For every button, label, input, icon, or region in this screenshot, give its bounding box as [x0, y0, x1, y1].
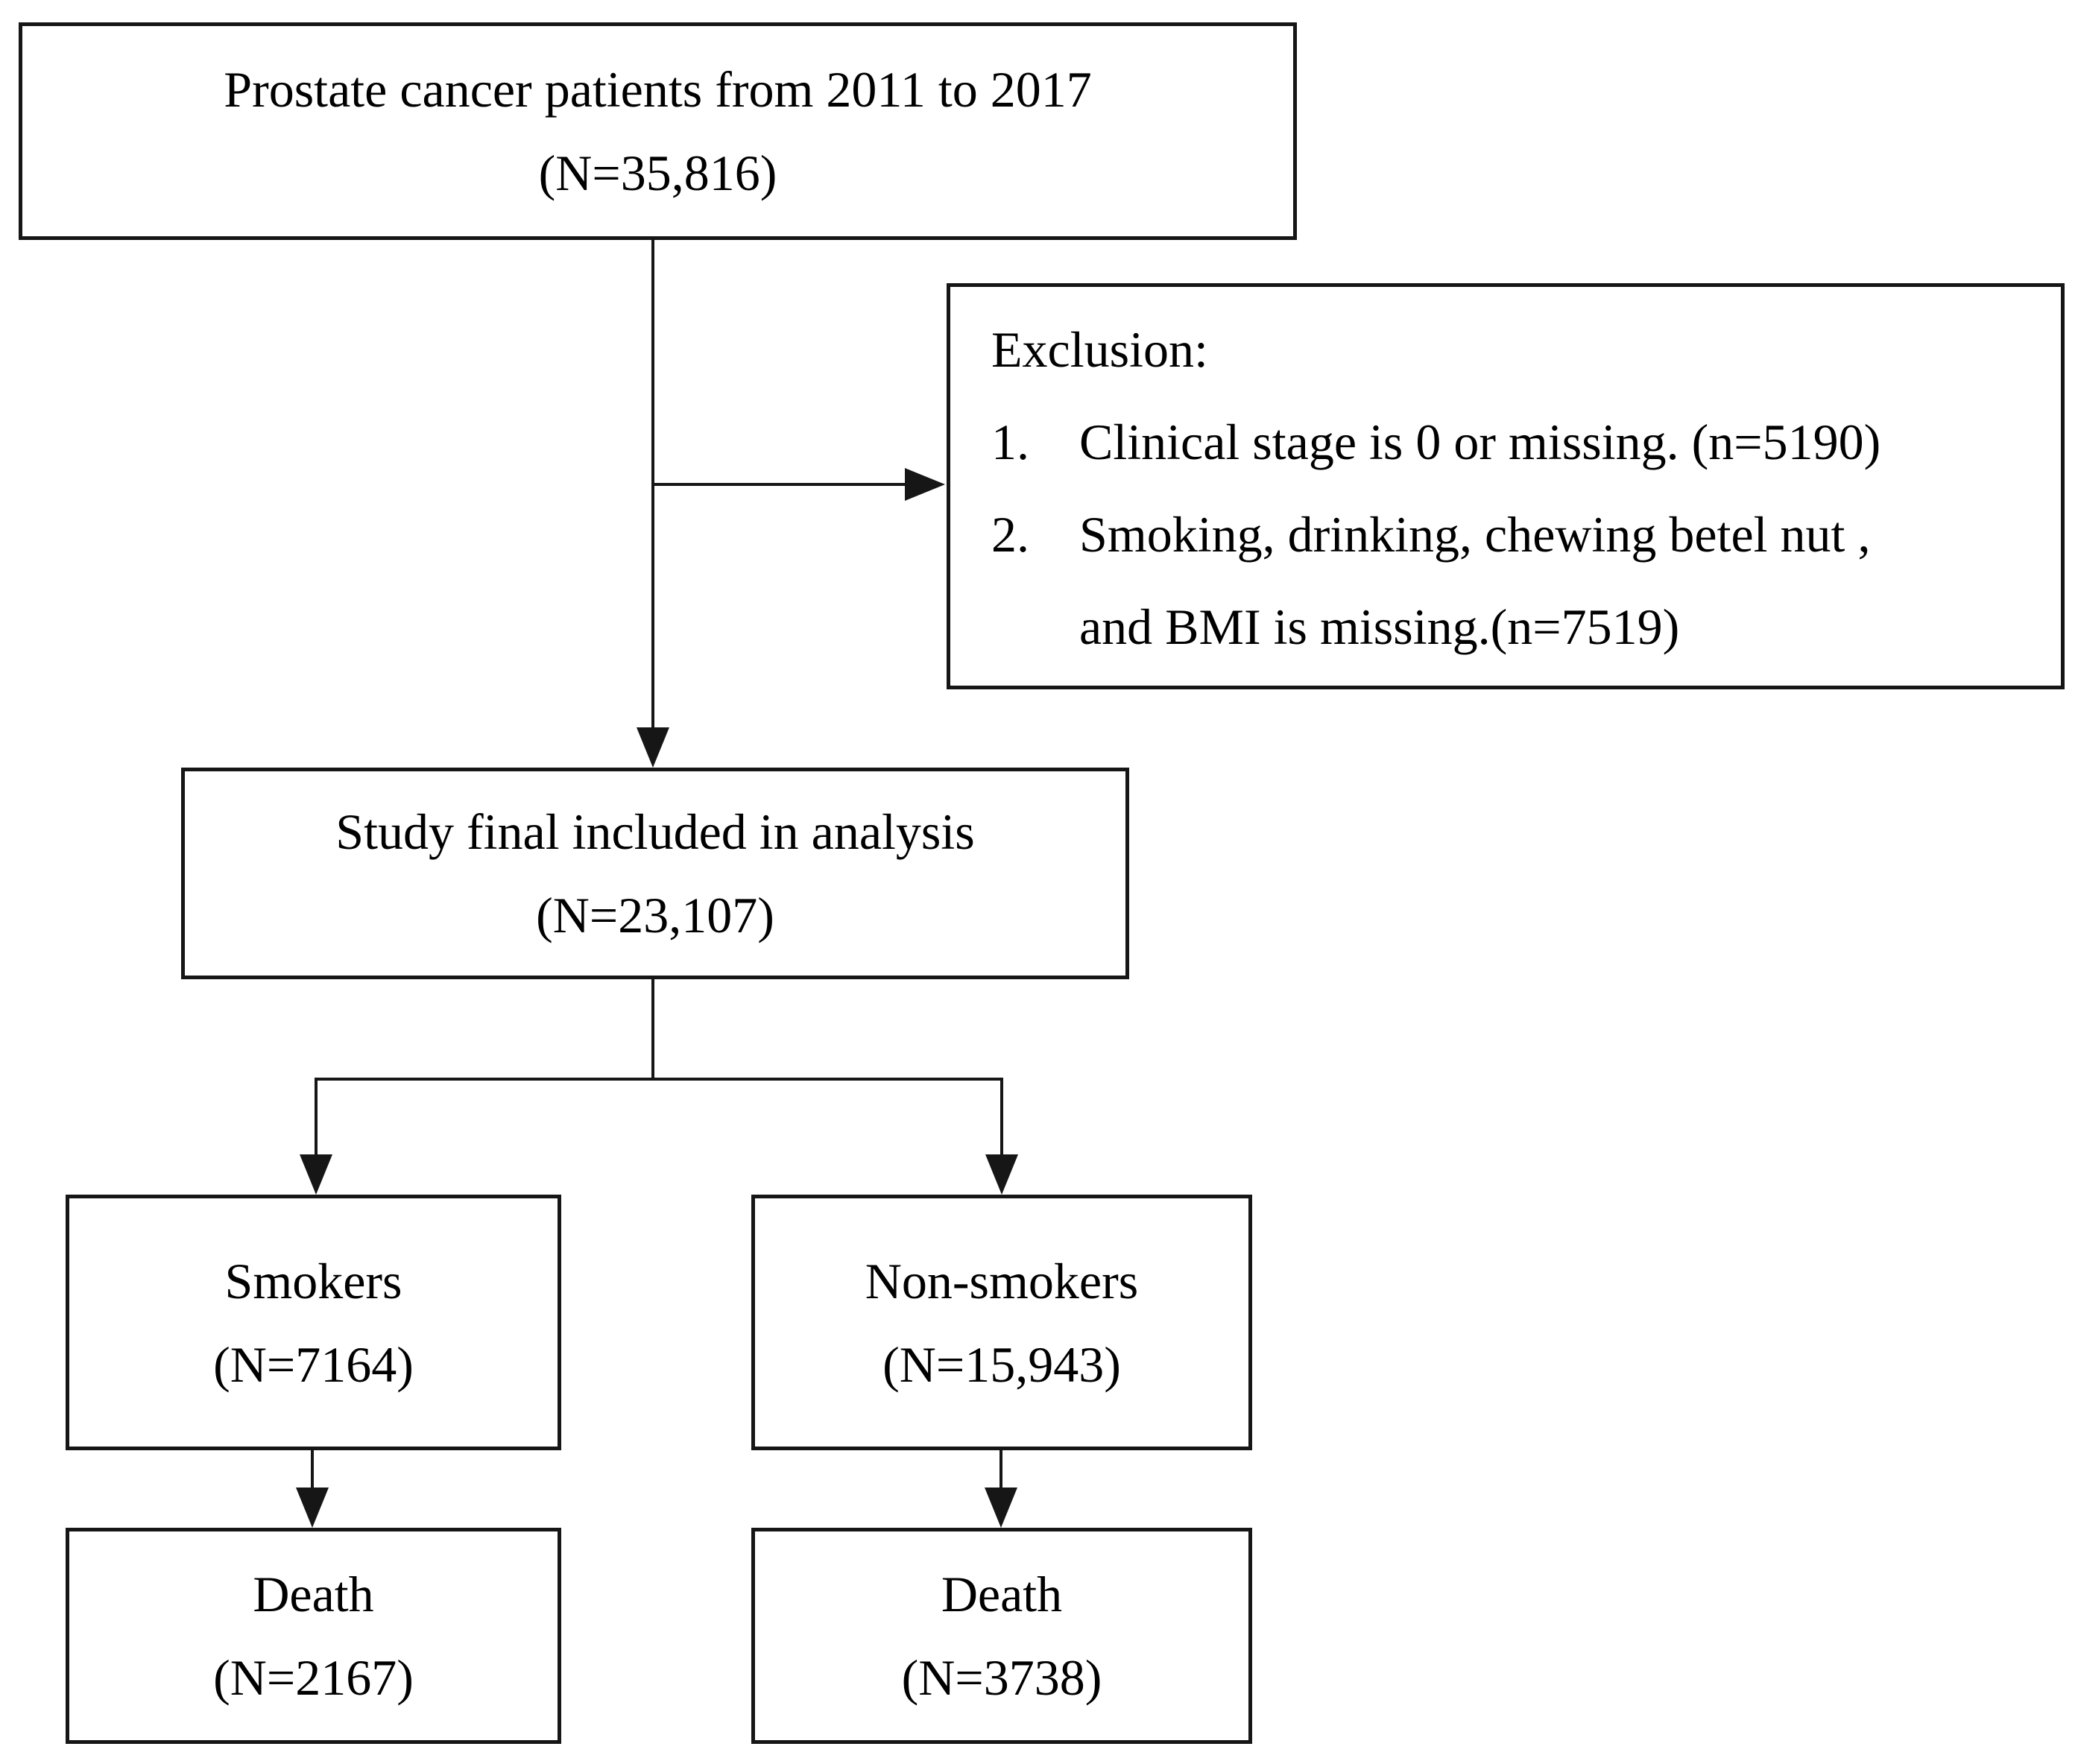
connector-included-stem — [651, 979, 654, 1081]
cohort-count: (N=35,816) — [538, 145, 777, 201]
arrowhead-right-icon — [905, 468, 945, 501]
exclusion-item-2: 2. Smoking, drinking, chewing betel nut … — [991, 488, 2035, 673]
box-included: Study final included in analysis (N=23,1… — [181, 768, 1129, 979]
connector-to-exclusion — [653, 483, 909, 486]
death-smokers-title: Death — [253, 1566, 374, 1622]
connector-nonsmokers-to-death — [999, 1450, 1002, 1489]
arrowhead-down-icon — [985, 1488, 1017, 1528]
box-cohort: Prostate cancer patients from 2011 to 20… — [19, 22, 1297, 240]
death-non-smokers-title: Death — [941, 1566, 1063, 1622]
exclusion-item-1-text: Clinical stage is 0 or missing. (n=5190) — [1079, 414, 1881, 470]
box-death-non-smokers: Death (N=3738) — [751, 1528, 1252, 1744]
smokers-title: Smokers — [224, 1252, 402, 1309]
exclusion-item-2-text-line2: and BMI is missing.(n=7519) — [1079, 598, 1680, 655]
box-exclusion: Exclusion: 1. Clinical stage is 0 or mis… — [947, 283, 2065, 689]
death-smokers-count: (N=2167) — [213, 1649, 414, 1706]
arrowhead-down-icon — [300, 1154, 332, 1195]
connector-smokers-to-death — [311, 1450, 314, 1489]
exclusion-item-2-text: Smoking, drinking, chewing betel nut , a… — [1079, 488, 1870, 673]
arrowhead-down-icon — [985, 1154, 1018, 1195]
arrowhead-down-icon — [296, 1488, 329, 1528]
exclusion-title: Exclusion: — [991, 321, 1208, 378]
exclusion-item-2-text-line1: Smoking, drinking, chewing betel nut , — [1079, 506, 1871, 563]
connector-to-smokers — [315, 1078, 318, 1155]
exclusion-item-1-number: 1. — [991, 414, 1029, 470]
death-non-smokers-count: (N=3738) — [901, 1649, 1102, 1706]
arrowhead-down-icon — [637, 727, 669, 768]
exclusion-item-1: 1. Clinical stage is 0 or missing. (n=51… — [991, 396, 2035, 488]
cohort-title: Prostate cancer patients from 2011 to 20… — [224, 61, 1092, 118]
exclusion-item-2-number: 2. — [991, 506, 1029, 563]
box-smokers: Smokers (N=7164) — [66, 1195, 561, 1450]
box-death-smokers: Death (N=2167) — [66, 1528, 561, 1744]
box-non-smokers: Non-smokers (N=15,943) — [751, 1195, 1252, 1450]
connector-split-bar — [316, 1078, 1003, 1081]
smokers-count: (N=7164) — [213, 1335, 414, 1393]
included-title: Study final included in analysis — [335, 803, 975, 860]
non-smokers-count: (N=15,943) — [882, 1335, 1121, 1393]
non-smokers-title: Non-smokers — [865, 1252, 1139, 1309]
connector-to-nonsmokers — [1000, 1078, 1003, 1155]
included-count: (N=23,107) — [536, 887, 774, 943]
